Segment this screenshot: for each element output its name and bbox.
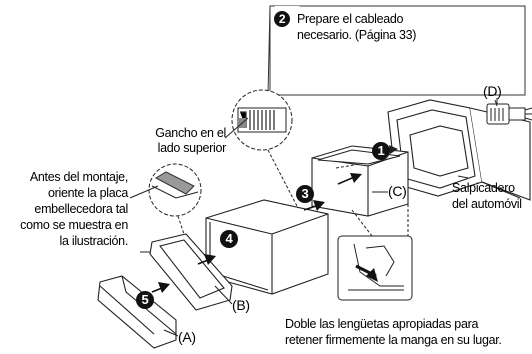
step-5-badge: 5	[141, 292, 149, 307]
bend-note-line-2: retener firmemente la manga en su lugar.	[285, 333, 502, 347]
step-badges	[136, 11, 390, 309]
sleeve-c	[311, 145, 409, 217]
label-sleeve-c: (C)	[388, 183, 407, 199]
label-dashboard-line-2: del automóvil	[452, 197, 522, 211]
label-unit-b: (B)	[232, 297, 250, 313]
label-dashboard-line-1: Salpicadero	[452, 181, 515, 195]
before-note-line-2: oriente la placa	[48, 186, 128, 200]
label-front-panel-a: (A)	[178, 329, 196, 345]
before-note-line-1: Antes del montaje,	[29, 170, 128, 184]
before-note-line-5: la ilustración.	[59, 234, 129, 248]
before-note-line-3: embellecedora tal	[34, 202, 128, 216]
bend-note-line-1: Doble las lengüetas apropiadas para	[285, 317, 479, 331]
step-1-badge: 1	[377, 143, 385, 158]
front-panel-a	[97, 275, 177, 349]
trim-plate-b	[149, 233, 233, 311]
hook-note-line-1: Gancho en el	[155, 126, 226, 140]
terminal-detail-inset	[231, 89, 299, 209]
before-note-line-4: como se muestra en	[20, 218, 128, 232]
callout-step-number: 2	[278, 12, 286, 26]
hook-note-line-2: lado superior	[157, 141, 227, 155]
dashboard-frame	[387, 99, 531, 201]
callout-line-2: necesario. (Página 33)	[297, 28, 417, 42]
hook-detail-inset	[148, 163, 202, 241]
bend-tabs-inset	[337, 204, 413, 301]
callout-box	[267, 5, 526, 96]
connector-d	[486, 103, 532, 125]
step-4-badge: 4	[225, 231, 233, 246]
label-connector-d: (D)	[483, 83, 502, 99]
callout-line-1: Prepare el cableado	[297, 12, 404, 26]
step-3-badge: 3	[301, 186, 309, 201]
